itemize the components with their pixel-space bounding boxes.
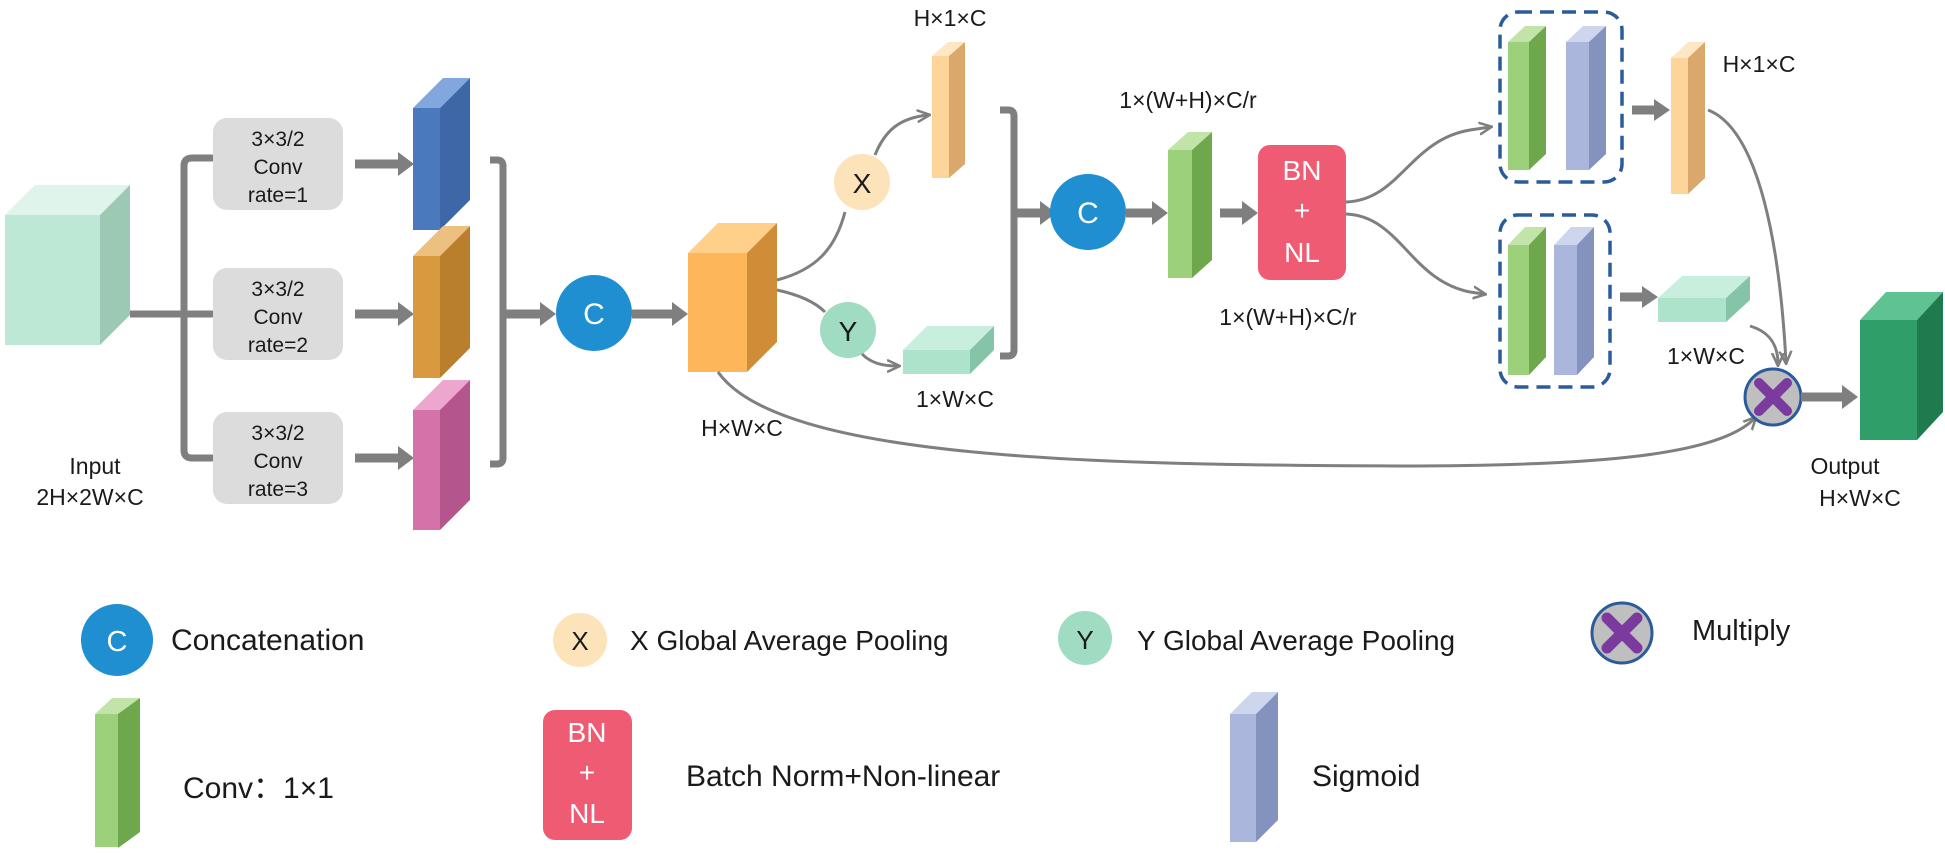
bn-line2: + xyxy=(1294,195,1310,226)
conv2-line1: 3×3/2 xyxy=(251,278,304,301)
output-label: Output xyxy=(1810,453,1880,479)
legend-concat-icon: C xyxy=(81,604,153,676)
conv-block-rate1: 3×3/2 Conv rate=1 xyxy=(213,118,343,210)
x-pool-dims: H×1×C xyxy=(914,5,987,31)
feature-cube-dims: H×W×C xyxy=(701,415,783,441)
legend-bn-line2: + xyxy=(579,757,595,788)
output-block xyxy=(1860,292,1943,440)
conv1x1-after-concat xyxy=(1168,132,1212,278)
legend-bn-icon: BN + NL xyxy=(543,710,632,840)
lower-to-multiply xyxy=(1749,324,1778,364)
lower-branch-output-slab xyxy=(1658,276,1750,322)
concat-node-1: C xyxy=(556,275,632,351)
legend-bn-line1: BN xyxy=(568,717,607,748)
conv2-line3: rate=2 xyxy=(248,334,308,357)
feature-cube-hwc xyxy=(688,223,777,372)
x-pool-symbol: X xyxy=(853,168,872,199)
legend-sigmoid-label: Sigmoid xyxy=(1312,760,1420,793)
legend-multiply-icon xyxy=(1590,601,1654,665)
conv-output-arrows xyxy=(355,152,414,470)
conv1-line1: 3×3/2 xyxy=(251,128,304,151)
input-branch-connector xyxy=(130,154,213,462)
conv-block-rate2: 3×3/2 Conv rate=2 xyxy=(213,268,343,360)
feature-map-blue xyxy=(413,78,470,230)
to-x-curve xyxy=(776,211,847,282)
lower-branch-dims: 1×W×C xyxy=(1667,343,1745,369)
legend-y-symbol: Y xyxy=(1076,625,1093,655)
legend: C Concatenation X X Global Average Pooli… xyxy=(81,601,1791,848)
conv-block-rate3: 3×3/2 Conv rate=3 xyxy=(213,412,343,504)
conv3-line3: rate=3 xyxy=(248,478,308,501)
conv2-line2: Conv xyxy=(253,306,303,329)
input-dims: 2H×2W×C xyxy=(36,484,143,510)
upper-branch-output-bar xyxy=(1671,42,1705,194)
merge-bracket-2 xyxy=(1000,106,1018,360)
conv1-line3: rate=1 xyxy=(248,184,308,207)
input-block xyxy=(5,185,130,345)
concat-node-1-symbol: C xyxy=(583,298,605,331)
legend-sigmoid-icon xyxy=(1230,692,1278,842)
output-dims: H×W×C xyxy=(1819,485,1901,511)
to-lower-branch xyxy=(1345,212,1484,294)
conv3-line1: 3×3/2 xyxy=(251,422,304,445)
y-pool-output-slab xyxy=(903,326,994,374)
bn-line1: BN xyxy=(1283,155,1322,186)
legend-concat-label: Concatenation xyxy=(171,624,364,657)
bn-nl-block: BN + NL xyxy=(1258,145,1346,280)
concat2-dims: 1×(W+H)×C/r xyxy=(1119,87,1257,113)
to-y-curve xyxy=(776,288,827,314)
y-pool-symbol: Y xyxy=(839,316,858,347)
legend-x-label: X Global Average Pooling xyxy=(630,625,949,656)
input-label: Input xyxy=(69,453,121,479)
legend-y-label: Y Global Average Pooling xyxy=(1137,625,1455,656)
concat-node-2-symbol: C xyxy=(1077,197,1099,230)
legend-y-icon: Y xyxy=(1058,611,1112,665)
legend-multiply-label: Multiply xyxy=(1692,615,1791,647)
x-pool-output-bar xyxy=(932,42,965,178)
upper-to-multiply xyxy=(1707,108,1786,362)
bn-line3: NL xyxy=(1284,237,1320,268)
conv3-line2: Conv xyxy=(253,450,303,473)
legend-x-symbol: X xyxy=(571,626,588,656)
y-to-pool-arrow xyxy=(860,352,898,366)
concat-node-2: C xyxy=(1050,174,1126,250)
legend-conv1x1-icon xyxy=(95,698,140,848)
upper-branch-group xyxy=(1498,10,1624,184)
legend-x-icon: X xyxy=(553,613,607,667)
feature-map-orange xyxy=(413,226,470,378)
upper-branch-dims: H×1×C xyxy=(1723,51,1796,77)
merge-bracket-1 xyxy=(490,156,507,468)
x-to-pool-arrow xyxy=(873,115,928,156)
to-upper-branch xyxy=(1345,127,1490,204)
lower-branch-group xyxy=(1498,213,1612,389)
residual-connection xyxy=(716,371,1755,468)
x-pool-node: X xyxy=(834,154,890,210)
legend-concat-symbol: C xyxy=(107,626,128,658)
legend-bn-line3: NL xyxy=(569,798,605,829)
legend-conv1x1-label: Conv：1×1 xyxy=(183,772,334,805)
bn-out-dims: 1×(W+H)×C/r xyxy=(1219,304,1357,330)
y-pool-dims: 1×W×C xyxy=(916,386,994,412)
feature-map-pink xyxy=(413,380,470,530)
multiply-node xyxy=(1743,367,1803,427)
conv1-line2: Conv xyxy=(253,156,303,179)
legend-bn-label: Batch Norm+Non-linear xyxy=(686,760,1000,793)
y-pool-node: Y xyxy=(820,302,876,358)
